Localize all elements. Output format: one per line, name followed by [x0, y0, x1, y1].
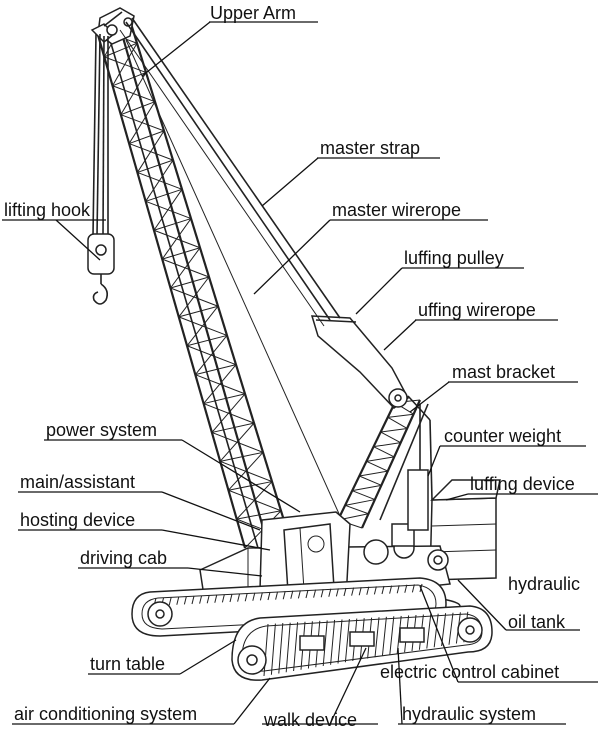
boom-lattice — [94, 13, 292, 549]
label-hydraulic: hydraulic — [508, 574, 580, 594]
label-hosting-device: hosting device — [20, 510, 135, 530]
label-luffing-device: luffing device — [470, 474, 575, 494]
label-turn-table: turn table — [90, 654, 165, 674]
label-air-conditioning-system: air conditioning system — [14, 704, 197, 724]
label-lifting-hook: lifting hook — [4, 200, 91, 220]
label-master-strap: master strap — [320, 138, 420, 158]
lifting-hook-assembly — [87, 33, 115, 305]
label-walk-device: walk device — [263, 710, 357, 730]
label-electric-control-cabinet: electric control cabinet — [380, 662, 559, 682]
label-oil-tank: oil tank — [508, 612, 566, 632]
label-luffing-wirerope: uffing wirerope — [418, 300, 536, 320]
label-driving-cab: driving cab — [80, 548, 167, 568]
mast-lattice — [310, 315, 433, 529]
label-counter-weight: counter weight — [444, 426, 561, 446]
label-power-system: power system — [46, 420, 157, 440]
label-luffing-pulley: luffing pulley — [404, 248, 504, 268]
label-master-wirerope: master wirerope — [332, 200, 461, 220]
leader-lines — [2, 21, 598, 725]
label-main-assistant: main/assistant — [20, 472, 135, 492]
label-mast-bracket: mast bracket — [452, 362, 555, 382]
label-hydraulic-system: hydraulic system — [402, 704, 536, 724]
wire-ropes — [119, 17, 341, 517]
label-upper-arm: Upper Arm — [210, 3, 296, 23]
crawler-tracks — [131, 577, 493, 681]
labels: Upper Arm master strap lifting hook mast… — [4, 3, 580, 730]
